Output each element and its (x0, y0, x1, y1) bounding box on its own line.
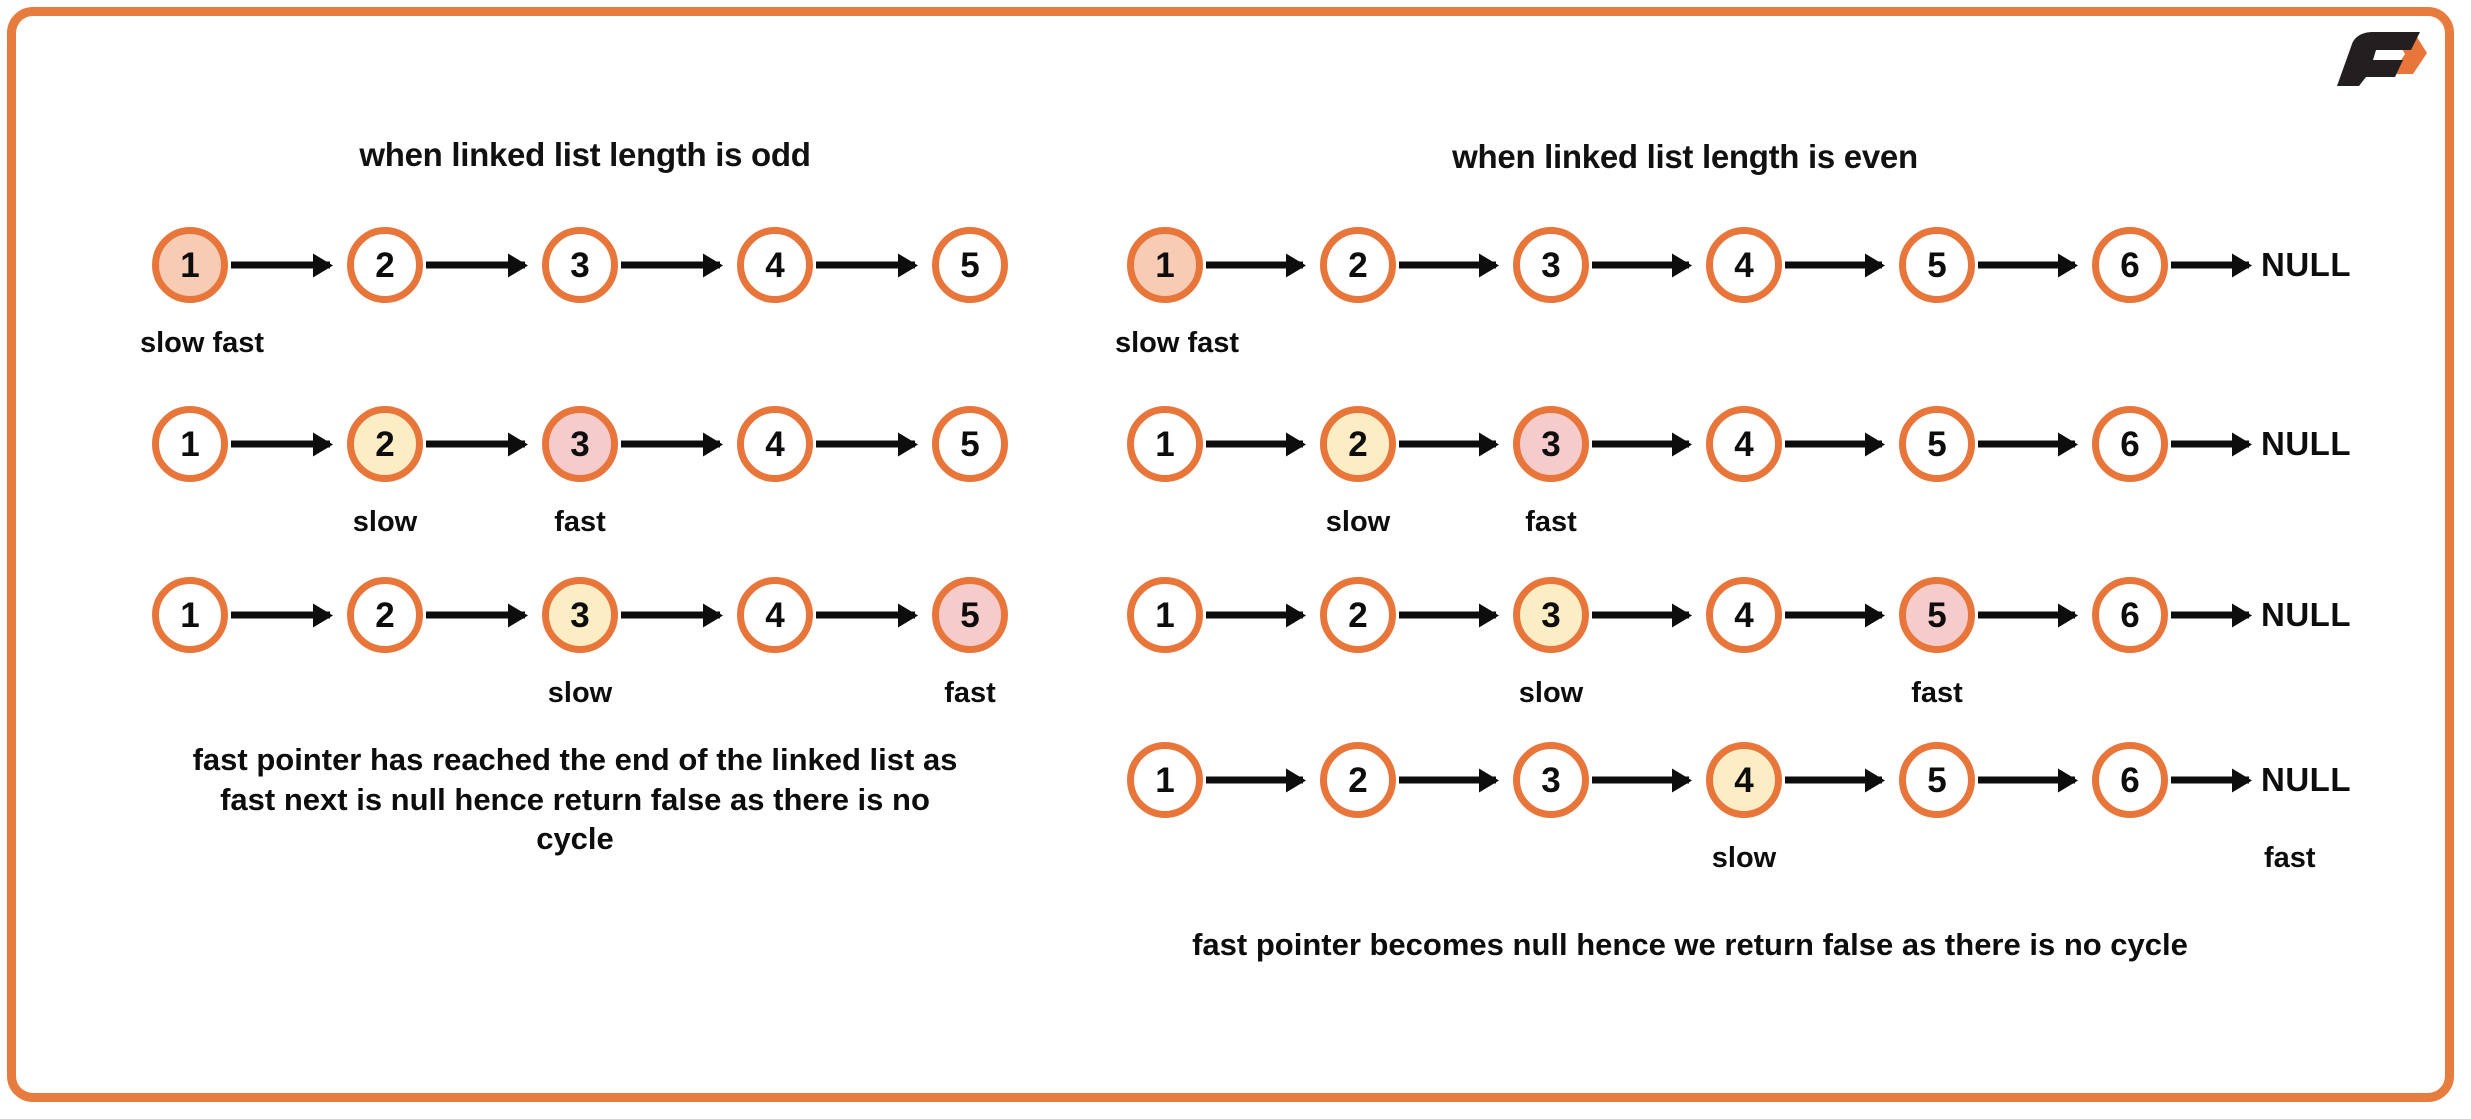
next-pointer-arrow-icon (1206, 440, 1303, 448)
pointer-label-fast: fast (554, 506, 606, 538)
list-node: 2 (1320, 406, 1396, 482)
logo-svg (2337, 32, 2427, 86)
null-pointer-arrow-icon (2171, 776, 2249, 784)
list-node: 2 (1320, 227, 1396, 303)
list-node: 2 (347, 406, 423, 482)
list-node: 2 (1320, 577, 1396, 653)
list-node: 5 (932, 227, 1008, 303)
next-pointer-arrow-icon (1206, 261, 1303, 269)
pointer-label-slow: slow (352, 506, 418, 538)
list-node: 2 (347, 577, 423, 653)
list-node: 4 (737, 406, 813, 482)
list-node: 5 (1899, 742, 1975, 818)
next-pointer-arrow-icon (1978, 776, 2075, 784)
next-pointer-arrow-icon (1399, 261, 1496, 269)
next-pointer-arrow-icon (1785, 776, 1882, 784)
brand-logo-f-arrow (2321, 22, 2427, 88)
list-node: 6 (2092, 577, 2168, 653)
next-pointer-arrow-icon (1206, 776, 1303, 784)
list-node: 5 (932, 406, 1008, 482)
pointer-label-slow: slow (1518, 677, 1584, 709)
pointer-label-slow: slow (547, 677, 613, 709)
pointer-label-slow: slow (1711, 842, 1777, 874)
list-node: 3 (1513, 577, 1589, 653)
list-node: 4 (737, 577, 813, 653)
panel-caption-even: fast pointer becomes null hence we retur… (1192, 927, 2188, 962)
next-pointer-arrow-icon (621, 261, 720, 269)
next-pointer-arrow-icon (426, 611, 525, 619)
next-pointer-arrow-icon (816, 261, 915, 269)
list-node: 2 (1320, 742, 1396, 818)
next-pointer-arrow-icon (231, 611, 330, 619)
list-node: 1 (152, 227, 228, 303)
next-pointer-arrow-icon (1399, 440, 1496, 448)
next-pointer-arrow-icon (621, 611, 720, 619)
pointer-label-fast: fast (2264, 842, 2316, 874)
next-pointer-arrow-icon (1592, 261, 1689, 269)
next-pointer-arrow-icon (816, 440, 915, 448)
null-terminator-label: NULL (2261, 246, 2351, 283)
list-node: 3 (1513, 406, 1589, 482)
next-pointer-arrow-icon (816, 611, 915, 619)
next-pointer-arrow-icon (1399, 611, 1496, 619)
list-node: 1 (1127, 406, 1203, 482)
list-node: 3 (1513, 742, 1589, 818)
pointer-label-fast: fast (1525, 506, 1577, 538)
list-node: 4 (737, 227, 813, 303)
next-pointer-arrow-icon (426, 440, 525, 448)
panel-title-odd: when linked list length is odd (359, 136, 811, 173)
pointer-label-fast: fast (944, 677, 996, 709)
null-pointer-arrow-icon (2171, 261, 2249, 269)
list-node: 3 (542, 227, 618, 303)
list-node: 1 (1127, 577, 1203, 653)
list-node: 6 (2092, 406, 2168, 482)
list-node: 3 (542, 406, 618, 482)
list-node: 3 (542, 577, 618, 653)
next-pointer-arrow-icon (1978, 611, 2075, 619)
logo-f-letter-icon (2337, 32, 2420, 86)
list-node: 1 (1127, 227, 1203, 303)
pointer-label-slow-fast: slow fast (1114, 327, 1240, 359)
panel-caption-odd: fast pointer has reached the end of the … (192, 742, 958, 857)
list-node: 4 (1706, 577, 1782, 653)
list-node: 5 (1899, 406, 1975, 482)
panel-title-even: when linked list length is even (1452, 138, 1918, 175)
next-pointer-arrow-icon (1785, 440, 1882, 448)
list-node: 1 (152, 577, 228, 653)
next-pointer-arrow-icon (1592, 611, 1689, 619)
list-node: 2 (347, 227, 423, 303)
next-pointer-arrow-icon (231, 261, 330, 269)
list-node: 1 (1127, 742, 1203, 818)
null-terminator-label: NULL (2261, 761, 2351, 798)
null-pointer-arrow-icon (2171, 440, 2249, 448)
list-node: 1 (152, 406, 228, 482)
pointer-label-slow-fast: slow fast (139, 327, 265, 359)
next-pointer-arrow-icon (1978, 261, 2075, 269)
next-pointer-arrow-icon (1785, 261, 1882, 269)
next-pointer-arrow-icon (1592, 776, 1689, 784)
null-terminator-label: NULL (2261, 596, 2351, 633)
list-node: 6 (2092, 742, 2168, 818)
list-node: 4 (1706, 227, 1782, 303)
next-pointer-arrow-icon (1978, 440, 2075, 448)
next-pointer-arrow-icon (426, 261, 525, 269)
next-pointer-arrow-icon (1785, 611, 1882, 619)
next-pointer-arrow-icon (1399, 776, 1496, 784)
list-node: 5 (1899, 577, 1975, 653)
list-node: 6 (2092, 227, 2168, 303)
list-node: 4 (1706, 742, 1782, 818)
list-node: 5 (1899, 227, 1975, 303)
next-pointer-arrow-icon (1592, 440, 1689, 448)
pointer-label-slow: slow (1325, 506, 1391, 538)
null-terminator-label: NULL (2261, 425, 2351, 462)
next-pointer-arrow-icon (231, 440, 330, 448)
list-node: 4 (1706, 406, 1782, 482)
pointer-label-fast: fast (1911, 677, 1963, 709)
list-node: 5 (932, 577, 1008, 653)
next-pointer-arrow-icon (621, 440, 720, 448)
null-pointer-arrow-icon (2171, 611, 2249, 619)
next-pointer-arrow-icon (1206, 611, 1303, 619)
list-node: 3 (1513, 227, 1589, 303)
